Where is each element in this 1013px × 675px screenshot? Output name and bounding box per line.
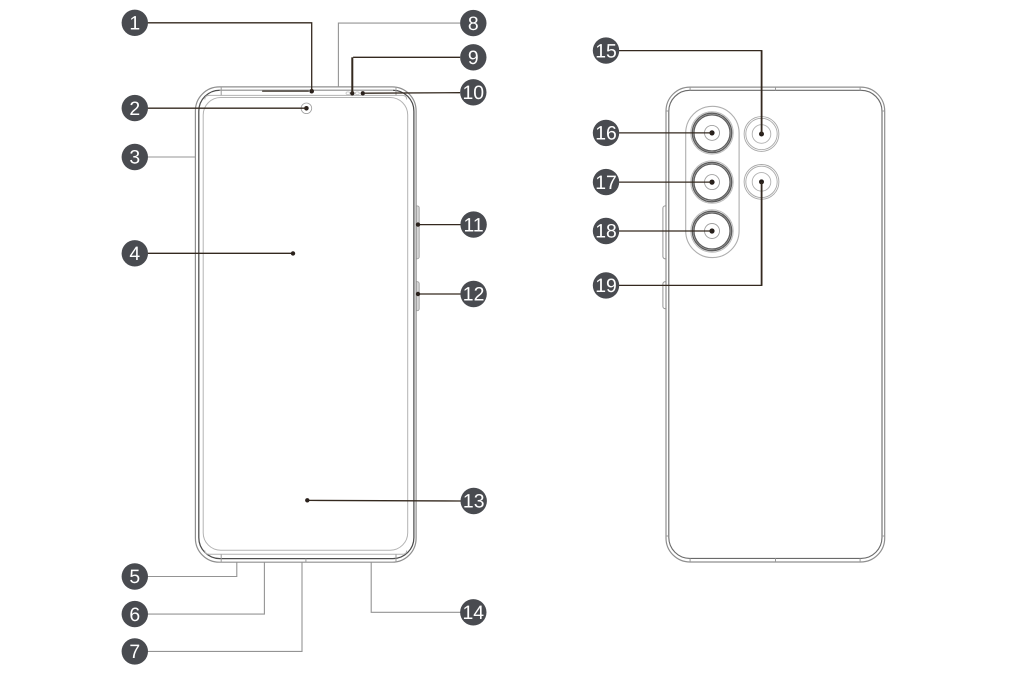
svg-text:5: 5 <box>129 566 140 588</box>
svg-text:18: 18 <box>595 221 617 243</box>
svg-text:13: 13 <box>463 491 485 513</box>
svg-text:19: 19 <box>595 275 617 297</box>
svg-text:10: 10 <box>463 82 485 104</box>
svg-text:4: 4 <box>129 243 140 265</box>
svg-text:1: 1 <box>129 13 140 35</box>
svg-text:7: 7 <box>129 641 140 663</box>
svg-text:14: 14 <box>463 602 485 624</box>
svg-text:9: 9 <box>468 47 479 69</box>
svg-text:3: 3 <box>129 147 140 169</box>
svg-text:8: 8 <box>468 13 479 35</box>
svg-text:11: 11 <box>464 214 484 236</box>
svg-text:12: 12 <box>463 284 485 306</box>
svg-text:15: 15 <box>595 40 617 62</box>
svg-text:6: 6 <box>129 604 140 626</box>
svg-text:2: 2 <box>129 98 140 120</box>
svg-text:17: 17 <box>595 172 617 194</box>
svg-text:16: 16 <box>595 123 617 145</box>
